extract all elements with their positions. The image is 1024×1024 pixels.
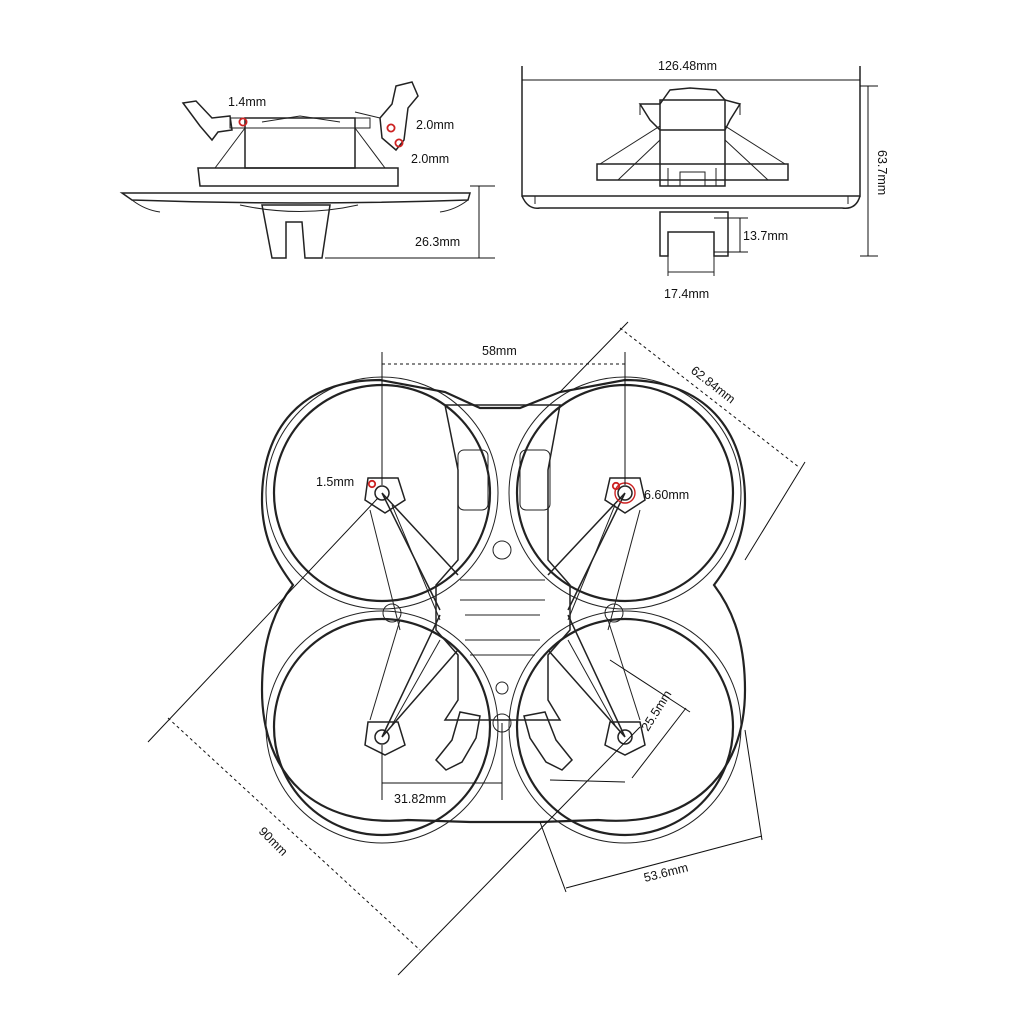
side-view-hole-2 — [386, 123, 396, 133]
motor-mount-tr — [604, 477, 646, 514]
side-view: 26.3mm 1.4mm 2.0mm 2.0mm — [119, 81, 495, 259]
diagonal-sw-label: 90mm — [256, 824, 290, 858]
front-view-stack — [659, 99, 726, 187]
top-view: 58mm 62.84mm 90mm 31.82mm 25.5mm 53.6mm … — [147, 321, 806, 976]
diagonal-se-label: 53.6mm — [642, 860, 689, 885]
front-view-height-label: 63.7mm — [875, 150, 889, 195]
motor-mount-tl — [364, 477, 406, 514]
side-view-hole-right-2-label: 2.0mm — [411, 152, 449, 166]
prop-offset-label: 25.5mm — [639, 688, 675, 734]
front-view-mount — [659, 211, 729, 257]
side-view-body — [244, 117, 356, 169]
bottom-spacing-label: 31.82mm — [394, 792, 446, 806]
diagonal-ne-label: 62.84mm — [688, 363, 738, 406]
top-view-arms-top — [381, 492, 626, 611]
prop-ring-br — [515, 617, 735, 837]
bottom-spacing-dim — [381, 723, 503, 800]
prop-offset-dim — [631, 707, 687, 779]
side-view-guard — [119, 192, 471, 204]
motor-mount-bl — [364, 721, 406, 756]
side-view-height-label: 26.3mm — [415, 235, 460, 249]
side-view-height-dim — [325, 185, 495, 259]
hole-left-label: 1.5mm — [316, 475, 354, 489]
motor-spacing-label: 58mm — [482, 344, 517, 358]
front-view-mount-width-label: 17.4mm — [664, 287, 709, 301]
side-view-plate — [197, 167, 399, 187]
front-view-guard — [521, 195, 861, 209]
front-view: 126.48mm 13.7mm 17.4mm 63.7mm — [521, 59, 889, 301]
antenna-mount-left — [434, 711, 481, 771]
top-view-hole-left — [367, 479, 377, 489]
side-view-hole-right-1-label: 2.0mm — [416, 118, 454, 132]
front-view-height-dim — [860, 85, 878, 257]
side-view-hole-top-label: 1.4mm — [228, 95, 266, 109]
motor-mount-br — [604, 721, 646, 756]
prop-ring-bl — [272, 617, 492, 837]
front-view-top — [638, 87, 742, 131]
side-view-antenna-mount — [379, 81, 419, 152]
side-view-hole-3 — [394, 138, 404, 148]
front-view-mount-height-label: 13.7mm — [743, 229, 788, 243]
antenna-mount-right — [523, 711, 574, 771]
top-view-guard-outer — [260, 378, 747, 824]
top-view-arms-bottom — [381, 614, 626, 738]
top-view-frame — [435, 404, 571, 721]
diagonal-ne-dim — [619, 327, 801, 469]
front-view-mount-height-dim — [714, 217, 748, 253]
diagonal-se-dim — [565, 835, 763, 889]
front-view-width-label: 126.48mm — [658, 59, 717, 73]
side-view-left-bracket — [181, 100, 233, 142]
hole-right-label: 6.60mm — [644, 488, 689, 502]
side-view-hole-1 — [238, 117, 248, 127]
side-view-mount — [261, 204, 331, 259]
